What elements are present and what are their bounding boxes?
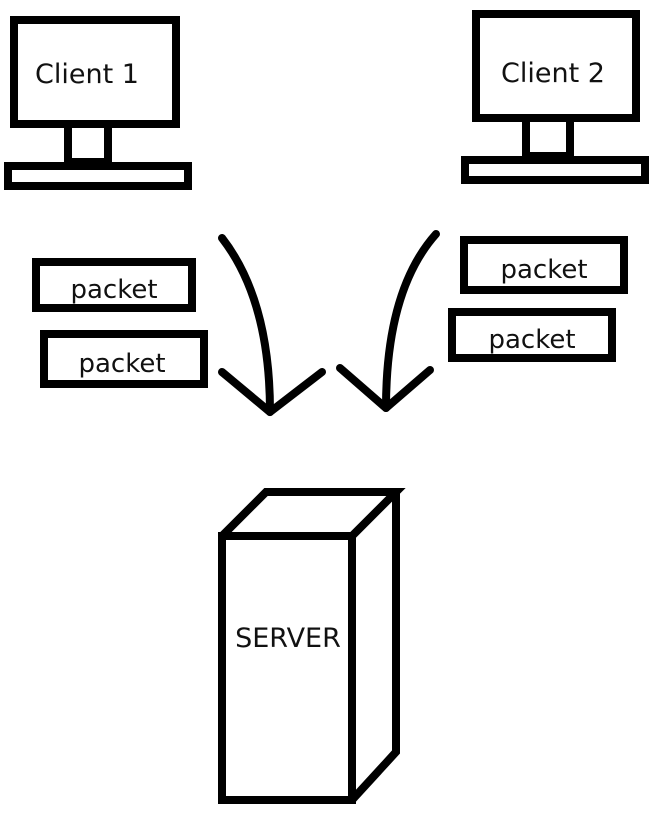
packet-box-2: [40, 330, 208, 388]
packet-label-4: packet: [488, 325, 575, 355]
client-2-stand: [522, 114, 574, 160]
packet-box-1: [32, 258, 196, 312]
server-tower: [218, 488, 406, 804]
server-label: SERVER: [235, 623, 341, 654]
server-front-face: [218, 532, 356, 804]
right-arrow-shaft: [382, 230, 440, 412]
left-arrow-head: [218, 368, 326, 416]
left-arrow: [218, 234, 326, 416]
server-top-face: [219, 488, 406, 539]
right-arrow-head: [336, 364, 434, 412]
server-side-face: [349, 492, 400, 803]
packet-label-3: packet: [500, 255, 587, 285]
client-1-base: [4, 162, 192, 190]
client-2-label: Client 2: [501, 58, 605, 89]
client-2-base: [461, 156, 649, 184]
client-1-label: Client 1: [35, 59, 139, 90]
packet-label-1: packet: [70, 275, 157, 305]
packet-label-2: packet: [78, 349, 165, 379]
client-2-computer: [461, 10, 649, 184]
client-1-computer: [4, 16, 192, 190]
packet-box-3: [460, 236, 628, 294]
right-arrow: [336, 230, 440, 412]
left-arrow-shaft: [218, 234, 274, 416]
packet-box-4: [448, 308, 616, 362]
client-1-stand: [64, 120, 112, 166]
